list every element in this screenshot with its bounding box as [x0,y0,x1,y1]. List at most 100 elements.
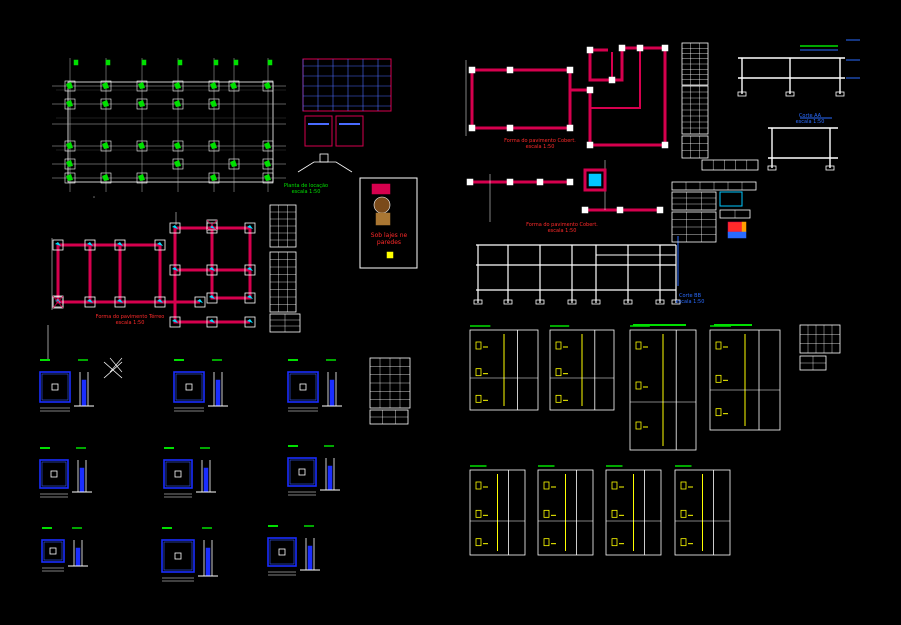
schedule-table [671,181,757,191]
footing-outline [136,172,148,184]
footing-line [567,299,577,305]
caption-corte: Corte AA escala 1:50 [790,113,830,125]
axis-marker [141,59,147,66]
rebar-stirrup [543,509,550,518]
column-tag [247,295,253,299]
column-elevation [469,325,539,411]
schedule-table [799,355,827,371]
ground-floor-beam-plan [47,212,256,373]
foundation-location-plan [52,58,418,269]
footing-outline [136,140,148,152]
legend-box [335,115,364,147]
column-tag [55,242,61,246]
column-tag [87,242,93,246]
cross-line [206,219,218,231]
footing-tag [174,82,181,89]
column-box [618,44,626,52]
column-tag [209,319,215,323]
caption-planta-terreo: Forma do pavimento Térreo escala 1:50 [90,314,170,326]
elevation-core [79,467,85,493]
column-box [506,124,514,132]
axis-marker [233,59,239,66]
elevation-frame [469,469,526,556]
axis-marker [105,59,111,66]
elevation-core [205,547,211,577]
rebar-stirrup [475,538,482,547]
detail-fill [371,183,391,195]
caption-scale: escala 1:50 [547,228,577,234]
footing-tag [210,142,217,149]
column-tag [247,319,253,323]
schedule-table [369,409,409,425]
column-stub [174,470,182,478]
footing-tag [66,160,73,167]
elevation-core [81,379,87,407]
footing-outline [172,140,184,152]
footing-outline [64,80,76,92]
footing-outline [136,98,148,110]
column-stub [49,547,57,555]
caption-title: Corte BB [678,293,702,299]
axis-marker [177,59,183,66]
plan-outline [67,81,274,183]
rebar-stirrup [715,374,722,383]
footing-plan [163,459,193,489]
rebar-stirrup [680,481,687,490]
footing-outline [64,172,76,184]
footing-plan [39,459,69,489]
beam-segment [56,245,200,304]
footing-tag [102,174,109,181]
rebar-stirrup [475,341,482,350]
footing-line [655,299,665,305]
elevation-frame [674,469,731,556]
caption-title: Planta de locação [283,183,329,189]
footing-outline [172,98,184,110]
footing-symbol-box [319,153,329,163]
column-elevation [469,465,526,556]
caption-planta-locacao: Planta de locação escala 1:50 [276,183,336,195]
beam-loop [570,46,667,147]
footing-tag [102,82,109,89]
footing-outline [262,172,274,184]
cross-box [206,219,218,231]
footing-detail [267,525,320,576]
column-tag [172,225,178,229]
rebar-stirrup [715,408,722,417]
detail-frame [359,177,418,269]
footing-tag [264,174,271,181]
footing-tag [138,82,145,89]
column-box [506,66,514,74]
footing-outline [208,80,220,92]
footing-detail [39,359,94,412]
footing-tag [210,82,217,89]
table-frame [671,191,717,211]
column-box [244,292,256,304]
schedule-table [701,159,759,171]
footing-tag [264,160,271,167]
column-box [169,264,181,276]
footing-outline [64,140,76,152]
caption-title: Forma do pavimento Térreo [95,314,165,320]
caption-scale: escala 1:50 [675,299,705,305]
caption-title: Forma do pavimento Cobert. [504,138,576,144]
column-box [244,264,256,276]
cross-line [103,361,123,379]
footing-outline [100,98,112,110]
rebar-stirrup [611,538,618,547]
footing-line [825,165,835,171]
footing-line [503,299,513,305]
footing-line [535,299,545,305]
footing-line [835,91,845,97]
column-tag [247,225,253,229]
column-box [661,141,669,149]
footing-inner [165,461,191,487]
column-box [468,124,476,132]
legend-box [719,191,743,207]
footing-tag [66,100,73,107]
column-tag [157,242,163,246]
footing-plan [161,539,195,573]
building-sections [473,39,860,305]
cross-line [109,357,123,373]
column-box [636,44,644,52]
footing-details [39,359,342,582]
